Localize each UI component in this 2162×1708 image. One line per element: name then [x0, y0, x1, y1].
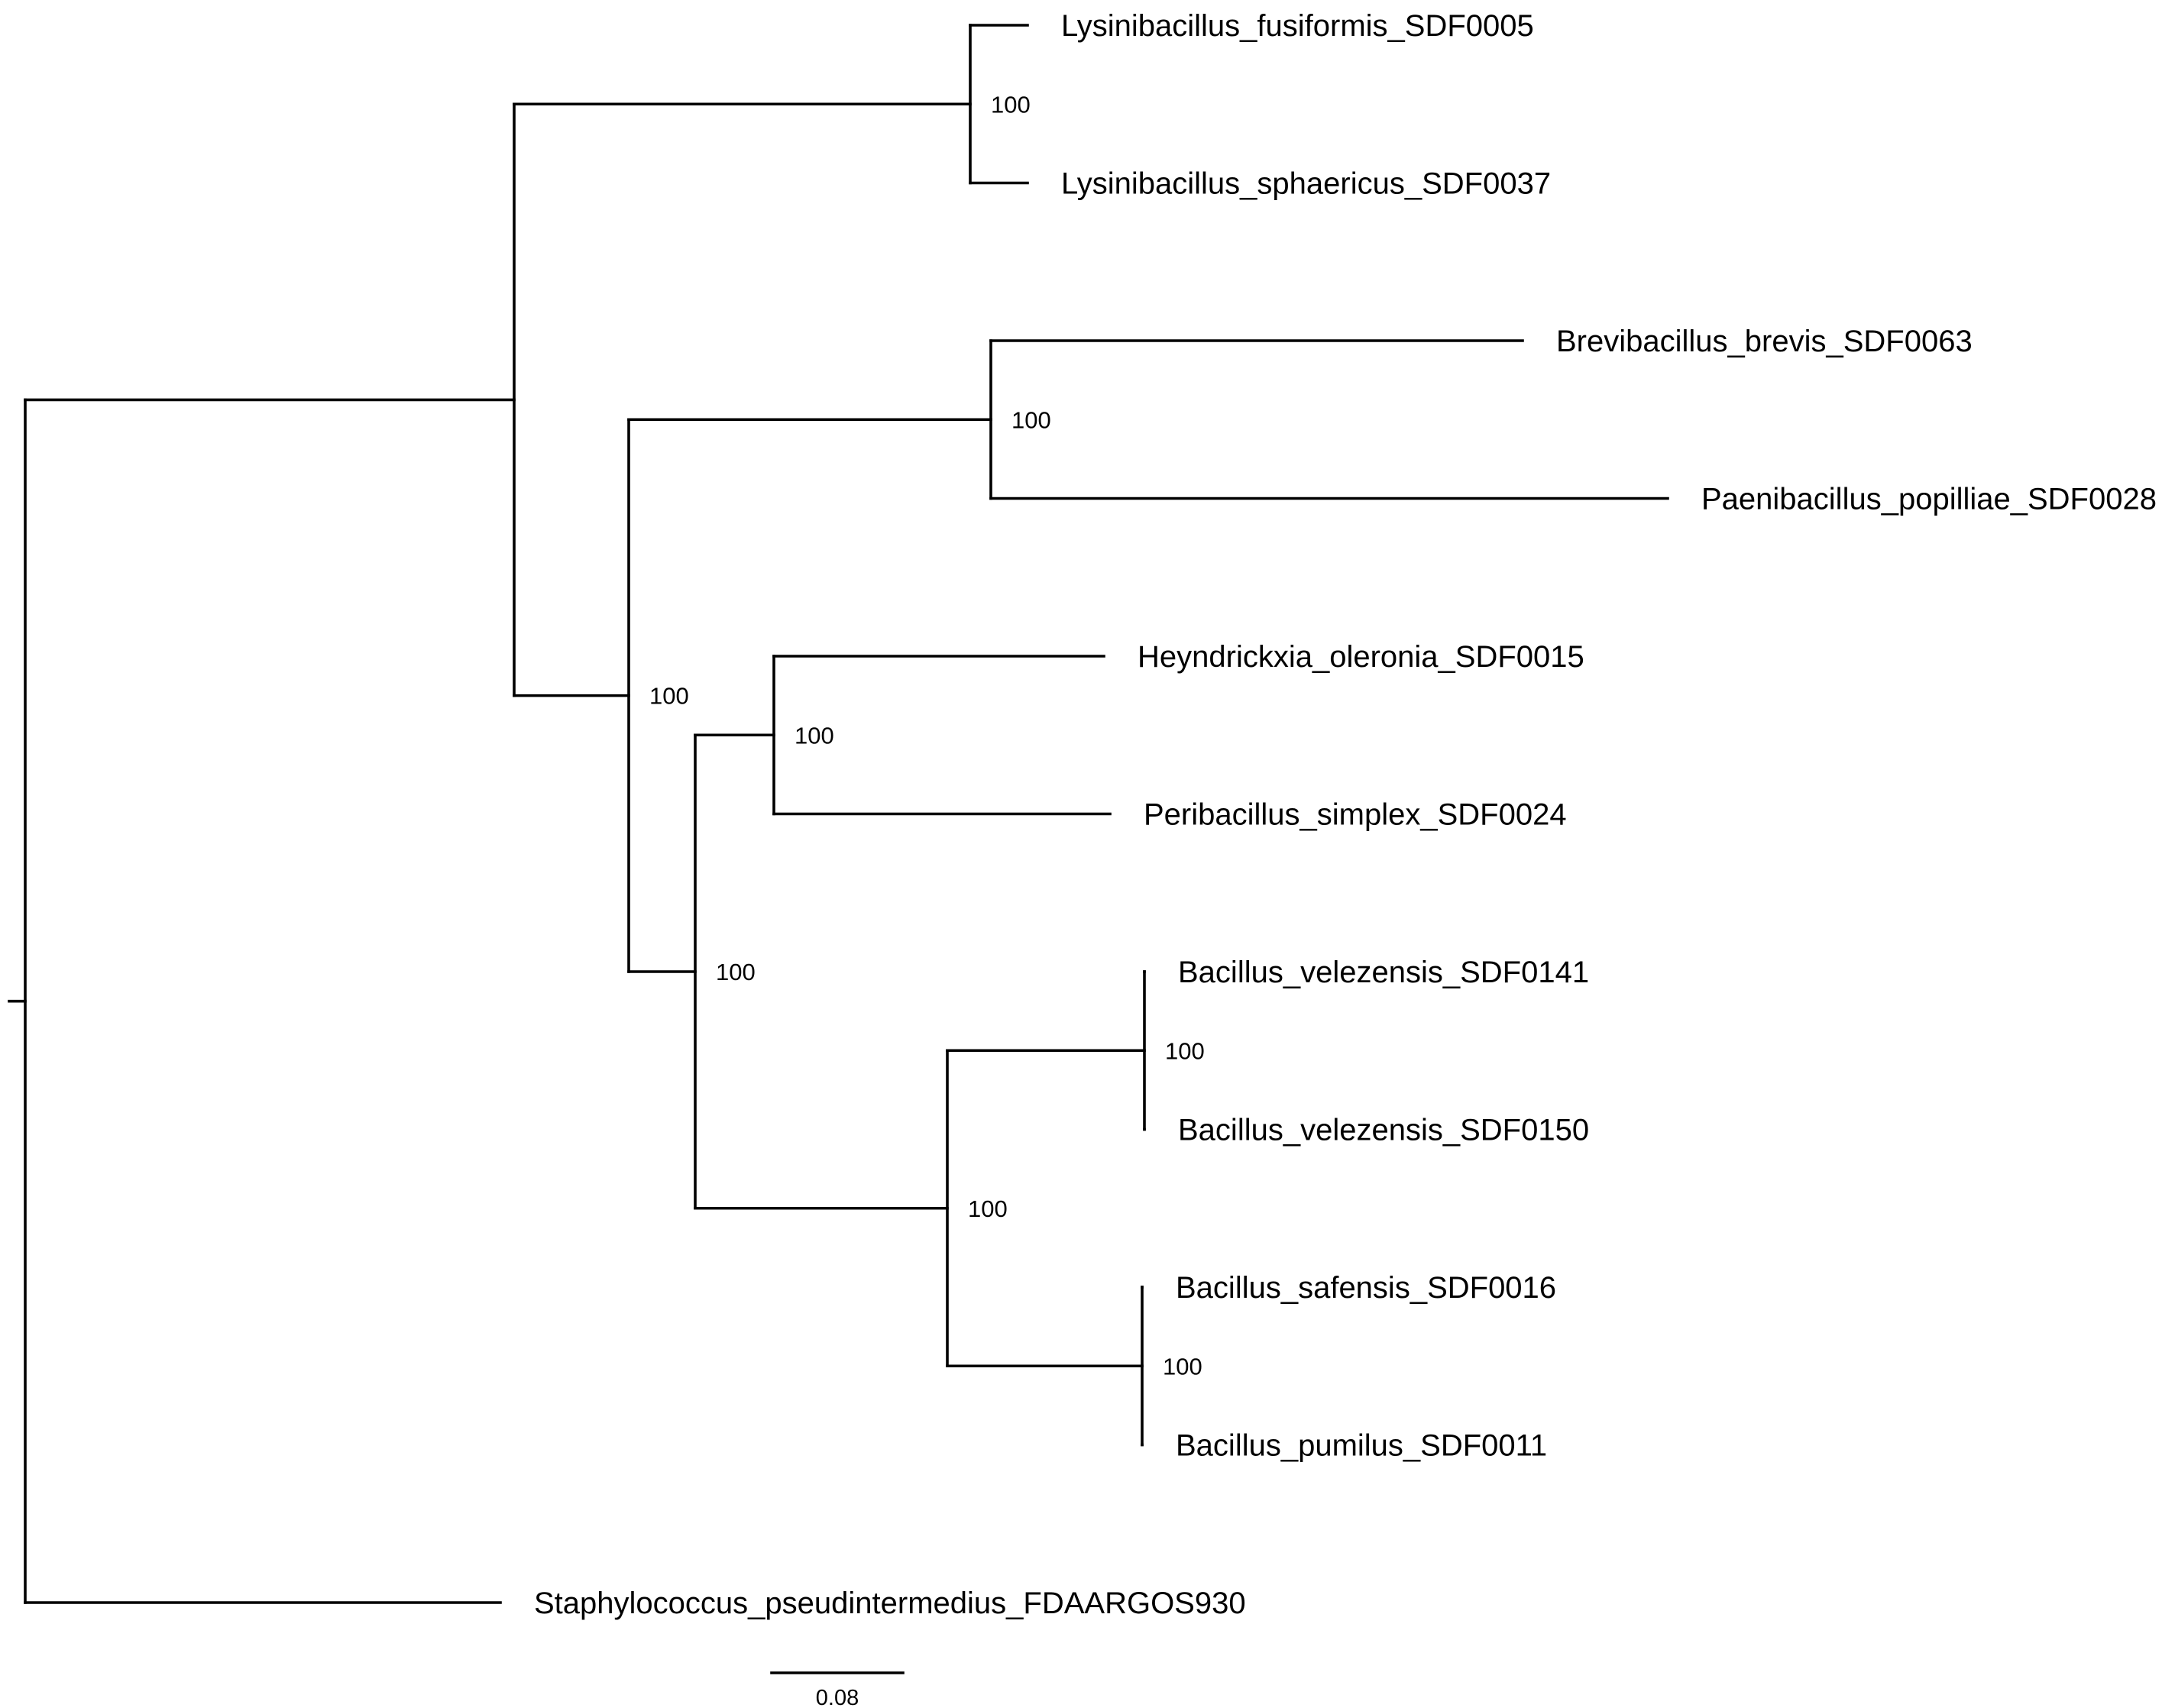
- tip-label: Brevibacillus_brevis_SDF0063: [1556, 325, 1973, 358]
- tip-label: Bacillus_velezensis_SDF0150: [1178, 1114, 1589, 1147]
- tip-label: Lysinibacillus_fusiformis_SDF0005: [1061, 9, 1534, 43]
- tip-label: Paenibacillus_popilliae_SDF0028: [1701, 483, 2157, 516]
- tip-label: Bacillus_safensis_SDF0016: [1176, 1271, 1556, 1305]
- tree-branches: [8, 24, 1669, 1604]
- support-value-c-hey-peri: 100: [795, 722, 834, 749]
- tip-label: Bacillus_pumilus_SDF0011: [1176, 1429, 1547, 1463]
- support-value-c-core: 100: [716, 959, 756, 985]
- tip-label: Peribacillus_simplex_SDF0024: [1144, 798, 1567, 832]
- scale-bar: 0.08: [770, 1671, 905, 1708]
- tip-labels: Lysinibacillus_fusiformis_SDF0005Lysinib…: [534, 9, 2157, 1620]
- tip-label: Staphylococcus_pseudintermedius_FDAARGOS…: [534, 1587, 1246, 1620]
- support-value-c-big: 100: [649, 683, 689, 710]
- tip-label: Bacillus_velezensis_SDF0141: [1178, 956, 1589, 989]
- tip-label: Heyndrickxia_oleronia_SDF0015: [1138, 640, 1584, 674]
- support-value-c-velezensis: 100: [1165, 1037, 1205, 1064]
- support-values: 100 100 100 100 100 100 100 100: [649, 91, 1205, 1380]
- support-value-c-lysini: 100: [991, 91, 1031, 118]
- tip-label: Lysinibacillus_sphaericus_SDF0037: [1061, 167, 1551, 201]
- support-value-c-brevi-paeni: 100: [1011, 406, 1051, 433]
- scale-bar-label: 0.08: [816, 1686, 859, 1708]
- support-value-c-saf-pum: 100: [1163, 1353, 1202, 1380]
- support-value-c-bacillus: 100: [968, 1195, 1008, 1222]
